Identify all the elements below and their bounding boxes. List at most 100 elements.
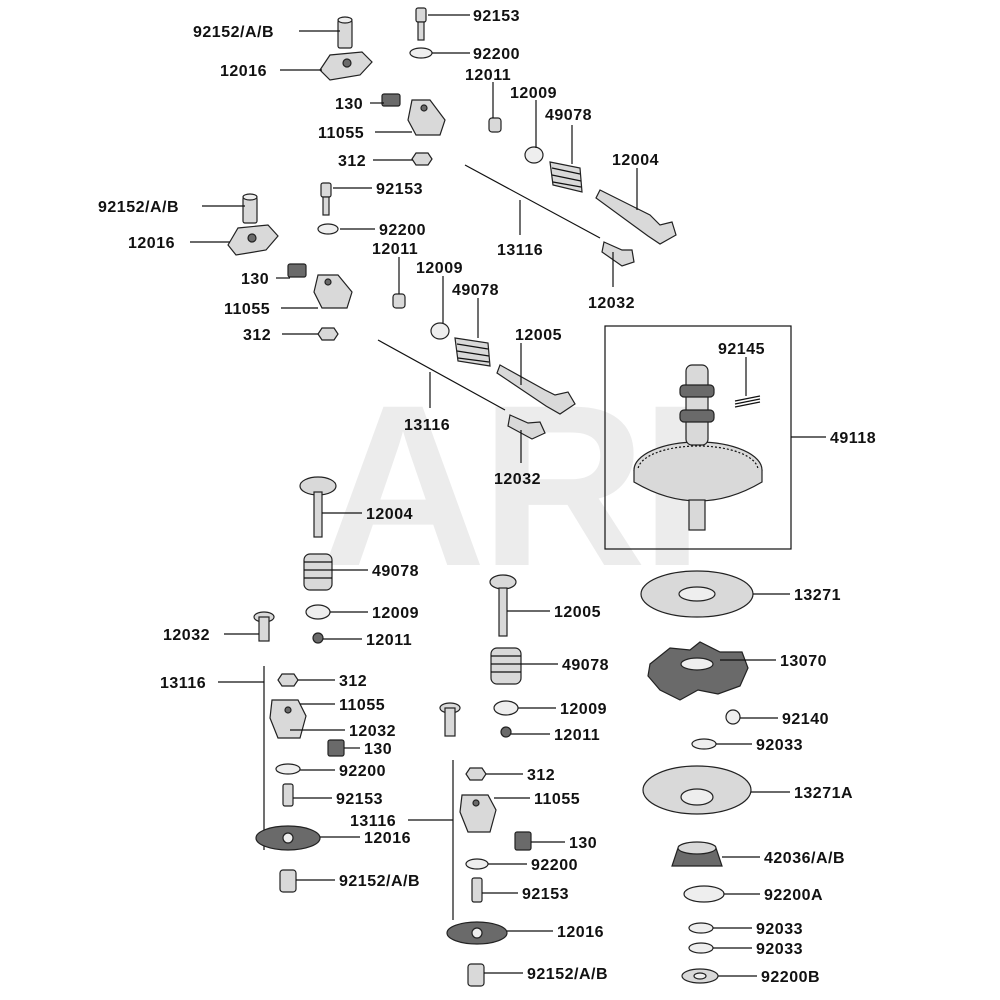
retainer-12009-c xyxy=(305,604,331,620)
valve-12005-a xyxy=(496,364,576,415)
label-312-b: 312 xyxy=(243,327,271,344)
label-12032-b: 12032 xyxy=(494,471,541,488)
label-92200-b: 92200 xyxy=(379,222,426,239)
ring-92033-c xyxy=(688,942,714,954)
rocker-pivot-92152-d xyxy=(467,963,485,987)
label-12032-d: 12032 xyxy=(349,723,396,740)
spring-coils-c xyxy=(304,561,332,579)
lifter-12032-d xyxy=(444,707,456,737)
nut-312-b xyxy=(317,327,339,341)
label-130-c: 130 xyxy=(364,741,392,758)
spring-coils-b xyxy=(456,343,490,363)
lifter-12032-c xyxy=(258,616,270,642)
valve-12004-b-stem xyxy=(313,491,323,538)
label-13116-d: 13116 xyxy=(350,813,396,830)
guide-plate-11055-a xyxy=(407,99,446,136)
camshaft-assembly-49118 xyxy=(633,364,763,531)
label-12005-b: 12005 xyxy=(554,604,601,621)
rocker-assembly-upper xyxy=(319,7,677,267)
valve-12004-a xyxy=(595,189,677,245)
valve-stack-left xyxy=(253,476,345,893)
push-rod-13116-a xyxy=(464,164,601,239)
governor-hub xyxy=(680,657,714,671)
rocker-pivot-92152-b xyxy=(242,196,258,224)
label-42036: 42036/A/B xyxy=(764,850,845,867)
label-12009-d: 12009 xyxy=(560,701,607,718)
guide-plate-hole-c xyxy=(284,706,292,714)
label-12011-d: 12011 xyxy=(554,727,600,744)
washer-92200-d xyxy=(465,858,489,870)
label-92140: 92140 xyxy=(782,711,829,728)
spring-49078-c xyxy=(303,553,333,591)
label-49078-c: 49078 xyxy=(372,563,419,580)
label-13271: 13271 xyxy=(794,587,841,604)
bolt-130-a xyxy=(381,93,401,107)
label-13271a: 13271A xyxy=(794,785,853,802)
label-312-c: 312 xyxy=(339,673,367,690)
ring-92033-b xyxy=(688,922,714,934)
washer-92200-a xyxy=(409,47,433,59)
label-49078-b: 49078 xyxy=(452,282,499,299)
label-13070: 13070 xyxy=(780,653,827,670)
part-labels: 92153 92152/A/B 92200 12016 12011 12009 … xyxy=(98,8,876,986)
label-130-d: 130 xyxy=(569,835,597,852)
rocker-pivot-top-a xyxy=(337,16,353,24)
plate-13271-hole xyxy=(678,586,716,602)
nut-312-d xyxy=(465,767,487,781)
spring-coils-a xyxy=(551,167,582,188)
label-92145: 92145 xyxy=(718,341,765,358)
spring-coils-d xyxy=(491,655,521,673)
cap-12011-c xyxy=(312,632,324,644)
valve-stack-middle xyxy=(439,574,532,987)
bolt-92153-d xyxy=(471,877,483,903)
lifter-12032-a xyxy=(601,241,635,267)
label-92033-a: 92033 xyxy=(756,737,803,754)
label-12016-a: 12016 xyxy=(220,63,267,80)
nut-42036-top xyxy=(677,841,717,855)
label-12009-c: 12009 xyxy=(372,605,419,622)
spring-49078-a xyxy=(549,161,583,193)
label-12016-b: 12016 xyxy=(128,235,175,252)
guide-plate-11055-b xyxy=(313,274,353,309)
label-49078-d: 49078 xyxy=(562,657,609,674)
label-92200a: 92200A xyxy=(764,887,823,904)
governor-13070 xyxy=(647,641,749,701)
camshaft-upper xyxy=(685,364,709,446)
cap-12011-b xyxy=(392,293,406,309)
label-130-a: 130 xyxy=(335,96,363,113)
label-12009-b: 12009 xyxy=(416,260,463,277)
label-12004-b: 12004 xyxy=(366,506,413,523)
rocker-arm-hole-d xyxy=(471,927,483,939)
rocker-pivot-top-b xyxy=(242,193,258,201)
governor-stack xyxy=(640,570,754,984)
cap-12011-d xyxy=(500,726,512,738)
label-12011-b: 12011 xyxy=(372,241,418,258)
label-92033-b: 92033 xyxy=(756,921,803,938)
rocker-arm-hole-a xyxy=(342,58,352,68)
washer-92200b-hole xyxy=(693,972,707,980)
bolt-shank-b xyxy=(322,196,330,216)
bolt-shank-a xyxy=(417,21,425,41)
leader-lines xyxy=(190,14,826,977)
label-13116-b: 13116 xyxy=(404,417,450,434)
push-rod-13116-b xyxy=(377,339,506,411)
label-11055-d: 11055 xyxy=(534,791,580,808)
label-92033-c: 92033 xyxy=(756,941,803,958)
rocker-pivot-92152-a xyxy=(337,19,353,49)
washer-92200-c xyxy=(275,763,301,775)
label-92152-b: 92152/A/B xyxy=(98,199,179,216)
bolt-130-c xyxy=(327,739,345,757)
cap-12011-a xyxy=(488,117,502,133)
label-312-a: 312 xyxy=(338,153,366,170)
bolt-130-d xyxy=(514,831,532,851)
guide-plate-11055-c xyxy=(269,699,307,739)
label-49118: 49118 xyxy=(830,430,876,447)
label-92153-b: 92153 xyxy=(376,181,423,198)
rocker-pivot-92152-c xyxy=(279,869,297,893)
rocker-assembly-middle xyxy=(227,182,576,440)
nut-312-a xyxy=(411,152,433,166)
bolt-130-b xyxy=(287,263,307,278)
spring-92145 xyxy=(734,395,761,408)
rocker-arm-hole-c xyxy=(282,832,294,844)
label-92152-c: 92152/A/B xyxy=(339,873,420,890)
